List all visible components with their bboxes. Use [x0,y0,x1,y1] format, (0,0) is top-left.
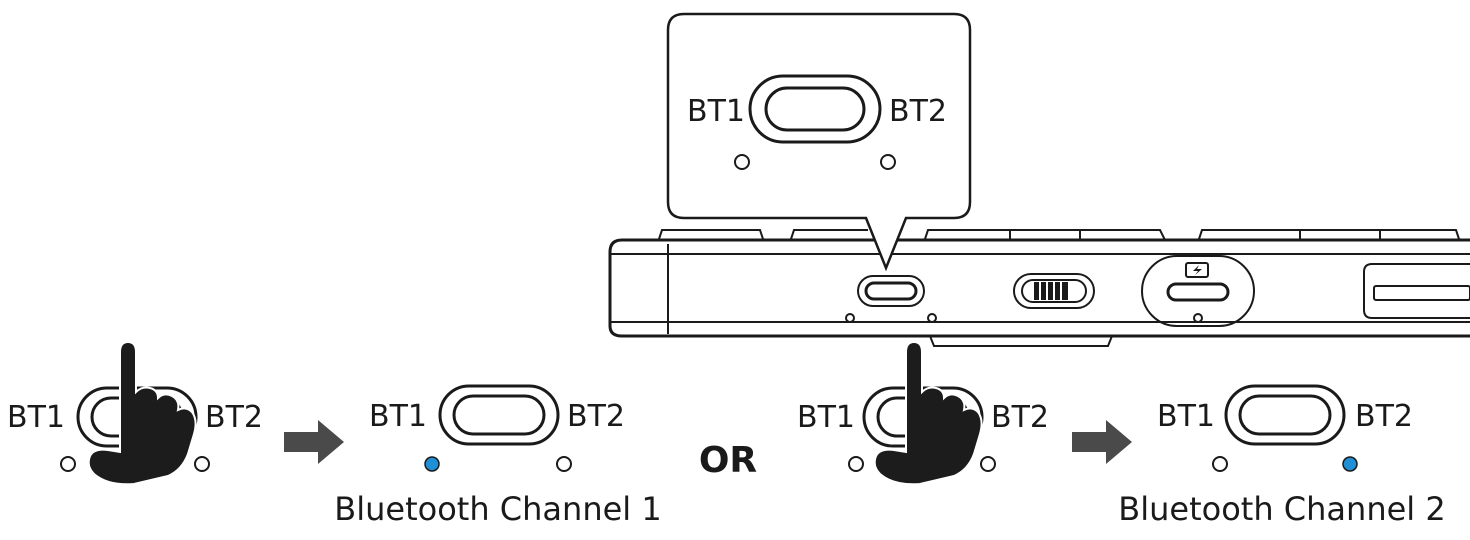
result1-bt2-label: BT2 [567,399,625,434]
bt-switch-on-device [845,275,937,323]
result2-led-bt2-on [1342,456,1358,472]
caption-channel-1: Bluetooth Channel 1 [334,490,661,528]
result-channel-1: BT1 BT2 Bluetooth Channel 1 [334,384,662,528]
step1-led-bt1 [60,456,76,472]
callout-bt1-label: BT1 [687,94,745,129]
result-channel-2: BT1 BT2 Bluetooth Channel 2 [1118,384,1446,528]
caption-channel-2: Bluetooth Channel 2 [1118,490,1445,528]
result1-led-bt1-on [424,456,440,472]
step2-led-bt2 [980,456,996,472]
step-press-bt2: BT1 BT2 [797,341,1049,486]
pointing-hand-icon [873,341,983,486]
step1-led-bt2 [194,456,210,472]
usb-a-port [1363,263,1470,319]
keyboard-side-view [608,229,1470,347]
step2-bt1-label: BT1 [797,400,855,435]
zoom-callout: BT1 BT2 [666,12,972,272]
callout-led-bt1 [734,154,750,170]
pointing-hand-icon [87,341,197,486]
step1-bt1-label: BT1 [7,400,65,435]
arrow-right-icon [1072,420,1132,464]
result1-bt1-label: BT1 [369,399,427,434]
usb-c-charge-port [1141,255,1255,327]
power-slide-switch [1013,273,1095,309]
lightning-icon [1193,265,1202,275]
keycap-tops [657,229,1461,243]
result2-bt2-label: BT2 [1355,399,1413,434]
arrow-right-icon [284,420,344,464]
result2-bt1-label: BT1 [1157,399,1215,434]
step2-led-bt1 [848,456,864,472]
step2-bt2-label: BT2 [991,400,1049,435]
result1-led-bt2 [556,456,572,472]
step1-bt2-label: BT2 [205,400,263,435]
callout-led-bt2 [880,154,896,170]
result2-led-bt1 [1212,456,1228,472]
bt-switch-zoom-inner [764,86,866,132]
or-separator: OR [699,440,757,481]
callout-bt2-label: BT2 [889,94,947,129]
step-press-bt1: BT1 BT2 [7,341,263,486]
bt-switch-zoom-outer [748,74,882,144]
keyboard-foot [929,335,1113,347]
